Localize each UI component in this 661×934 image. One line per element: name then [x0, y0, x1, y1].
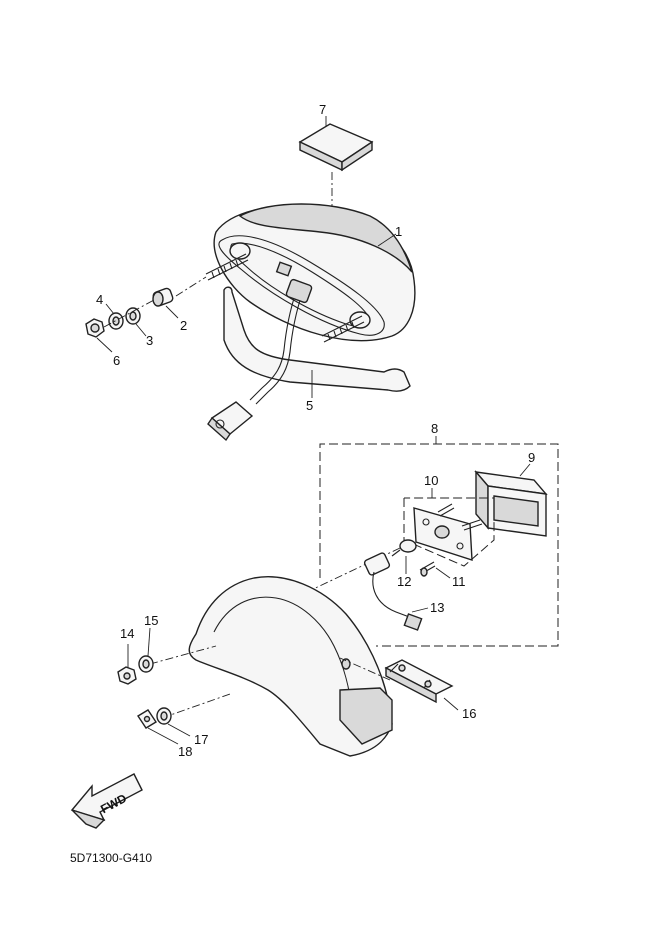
part-18-nut-clip[interactable] — [137, 709, 157, 729]
callout-10: 10 — [424, 473, 438, 488]
part-13-socket-cord[interactable] — [363, 552, 423, 631]
part-10-bracket[interactable] — [403, 497, 495, 567]
callout-13: 13 — [430, 600, 444, 615]
rear-fender — [188, 576, 393, 757]
part-6-nut[interactable] — [85, 318, 105, 338]
callout-1: 1 — [395, 224, 402, 239]
callout-17: 17 — [194, 732, 208, 747]
part-2-collar[interactable] — [152, 287, 174, 307]
part-3-washer[interactable] — [125, 307, 141, 325]
part-1-taillight-housing[interactable] — [213, 203, 416, 342]
stud-bolt-right — [321, 315, 365, 343]
callout-18: 18 — [178, 744, 192, 759]
stud-bolt-left — [205, 253, 249, 281]
callout-12: 12 — [397, 574, 411, 589]
fwd-arrow-icon: FWD — [70, 773, 143, 829]
connector-plug — [207, 401, 254, 442]
callout-6: 6 — [113, 353, 120, 368]
callout-7: 7 — [319, 102, 326, 117]
part-16-reflector[interactable] — [384, 659, 454, 704]
callout-4: 4 — [96, 292, 103, 307]
part-5-lead-wire[interactable] — [207, 278, 411, 442]
callout-2: 2 — [180, 318, 187, 333]
part-12-bulb[interactable] — [391, 539, 417, 557]
callout-16: 16 — [462, 706, 476, 721]
part-15-washer[interactable] — [138, 655, 154, 673]
callout-5: 5 — [306, 398, 313, 413]
part-8-assembly-box — [319, 436, 559, 647]
part-9-lens-cover[interactable] — [474, 470, 548, 537]
part-14-nut[interactable] — [117, 666, 137, 685]
callout-9: 9 — [528, 450, 535, 465]
callout-labels: 1 2 3 4 5 6 7 8 9 10 11 12 13 14 15 16 1… — [96, 102, 535, 759]
part-17-washer[interactable] — [156, 707, 172, 725]
part-7-pad[interactable] — [298, 123, 374, 172]
part-11-screw[interactable] — [419, 561, 436, 577]
callout-8: 8 — [431, 421, 438, 436]
callout-3: 3 — [146, 333, 153, 348]
callout-15: 15 — [144, 613, 158, 628]
callout-11: 11 — [452, 574, 466, 589]
part-4-spring-washer[interactable] — [108, 312, 124, 330]
callout-14: 14 — [120, 626, 134, 641]
diagram-code: 5D71300-G410 — [70, 851, 152, 865]
